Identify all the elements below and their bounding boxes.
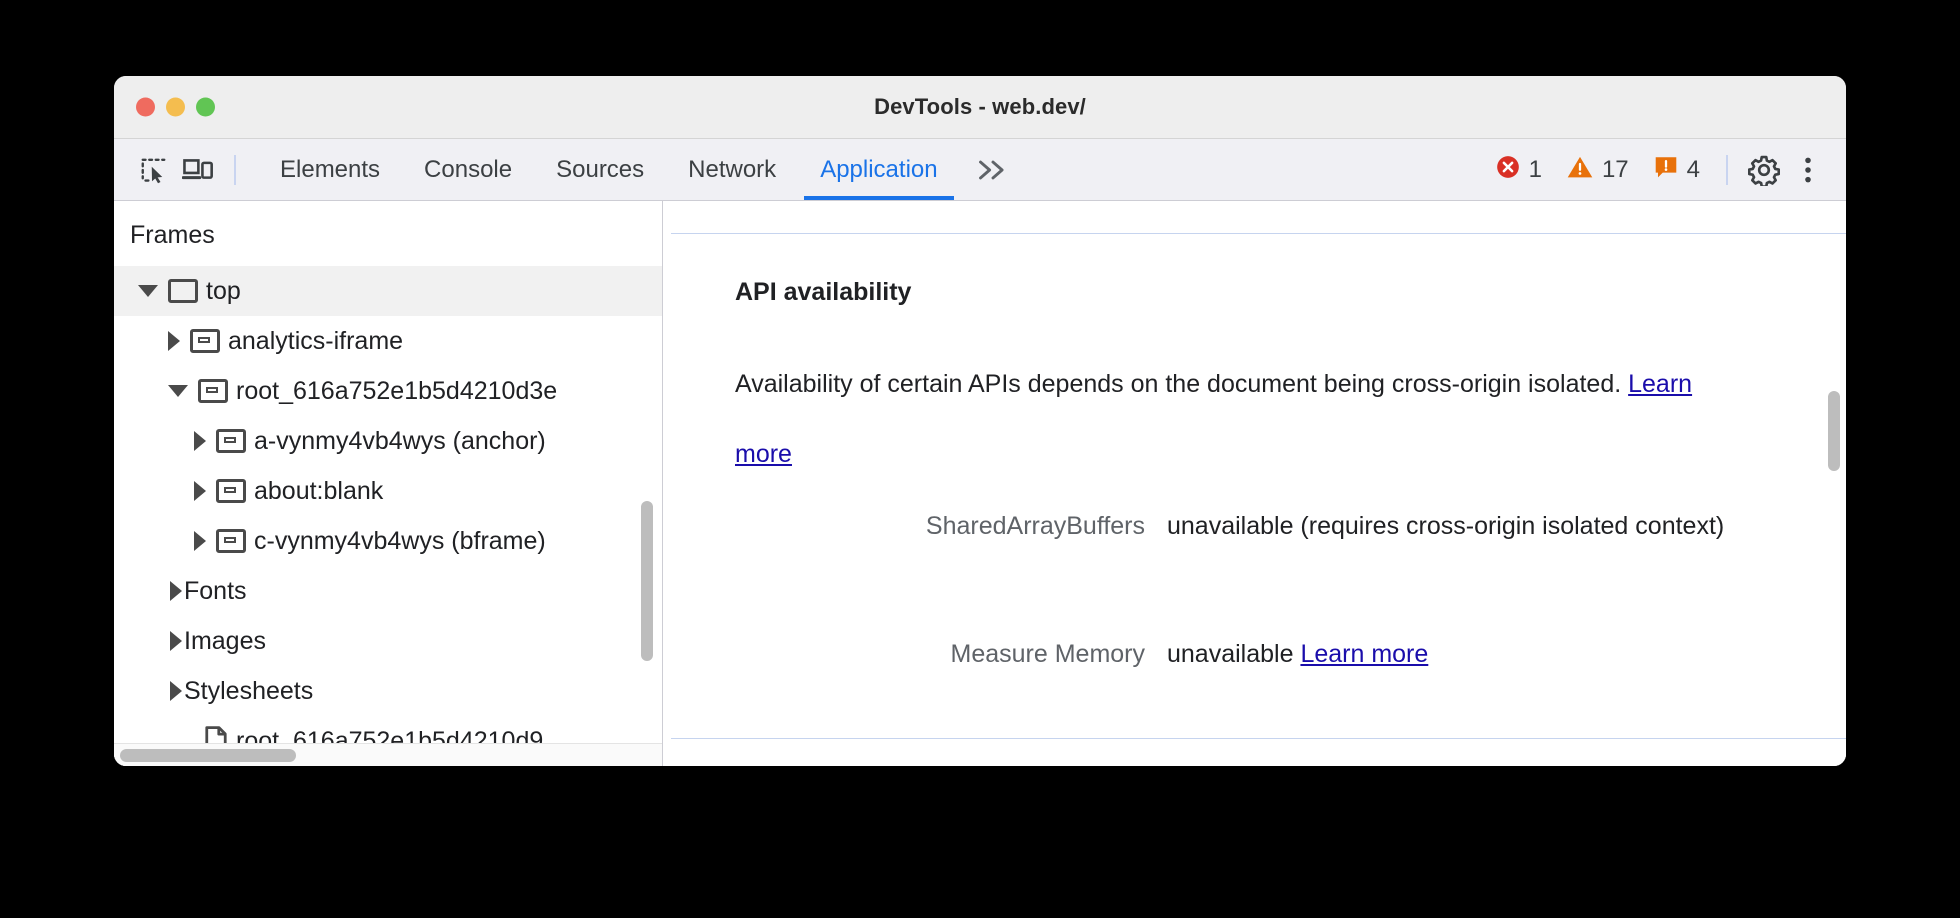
panel-divider-top [671, 233, 1846, 234]
chevron-right-icon[interactable] [194, 531, 206, 551]
issue-count: 4 [1686, 155, 1700, 183]
page-title: API availability [735, 278, 912, 306]
error-counter[interactable]: 1 [1483, 148, 1554, 192]
devtools-body: Frames top analytics-iframe [114, 201, 1846, 766]
tab-console[interactable]: Console [424, 155, 513, 183]
window-titlebar: DevTools - web.dev/ [114, 76, 1846, 139]
shared-array-buffers-label: SharedArrayBuffers [925, 512, 1145, 540]
tree-item-label: c-vynmy4vb4wys (bframe) [254, 526, 546, 555]
tree-item-label: about:blank [254, 476, 384, 505]
tree-item-label: a-vynmy4vb4wys (anchor) [254, 426, 546, 455]
tab-sources[interactable]: Sources [556, 155, 645, 183]
frame-icon [216, 429, 246, 453]
description-text: Availability of certain APIs depends on … [735, 370, 1629, 398]
measure-memory-status: unavailable [1167, 640, 1301, 668]
tree-item-c-vynmy4vb4wys[interactable]: c-vynmy4vb4wys (bframe) [114, 516, 662, 566]
kebab-menu-icon[interactable] [1786, 148, 1830, 192]
chevron-right-icon[interactable] [170, 581, 182, 601]
warning-count: 17 [1601, 155, 1629, 183]
toolbar-divider-right [1726, 154, 1728, 185]
sidebar-horizontal-scrollbar-thumb[interactable] [120, 749, 296, 762]
issue-counter[interactable]: 4 [1641, 148, 1712, 192]
sidebar-horizontal-scrollbar-track[interactable] [114, 743, 662, 766]
frame-icon [190, 329, 220, 353]
tree-item-top[interactable]: top [114, 266, 662, 316]
application-panel: API availability Availability of certain… [663, 201, 1846, 766]
frame-icon [216, 529, 246, 553]
warning-triangle-icon [1566, 154, 1594, 185]
tree-item-label: Stylesheets [184, 676, 314, 705]
tree-item-images[interactable]: Images [114, 616, 662, 666]
devtools-window: DevTools - web.dev/ [114, 76, 1846, 766]
chevron-right-icon[interactable] [194, 481, 206, 501]
minimize-window-button[interactable] [166, 97, 185, 117]
chevron-right-icon[interactable] [170, 631, 182, 651]
measure-memory-row: Measure Memory unavailable Learn more [735, 619, 1806, 689]
measure-memory-value: unavailable Learn more [1167, 619, 1806, 689]
maximize-window-button[interactable] [196, 97, 215, 117]
chevron-right-icon[interactable] [168, 331, 180, 351]
tab-elements[interactable]: Elements [280, 155, 381, 183]
close-window-button[interactable] [136, 97, 155, 117]
frames-tree: top analytics-iframe root_616a752e1b5d42… [114, 266, 662, 766]
chevron-right-icon[interactable] [194, 431, 206, 451]
tree-item-label: analytics-iframe [228, 326, 404, 355]
learn-more-link-description[interactable]: Learn more [735, 370, 1693, 468]
issue-message-icon [1653, 154, 1679, 185]
sidebar-vertical-scrollbar[interactable] [641, 501, 653, 661]
panel-divider-bottom [671, 738, 1846, 739]
chevron-down-icon[interactable] [168, 385, 188, 397]
tab-application[interactable]: Application [798, 139, 959, 200]
warning-counter[interactable]: 17 [1554, 148, 1641, 192]
shared-array-buffers-row: SharedArrayBuffers unavailable (requires… [735, 491, 1806, 561]
measure-memory-label: Measure Memory [950, 640, 1146, 668]
panel-vertical-scrollbar[interactable] [1828, 391, 1840, 471]
toolbar-divider [234, 154, 236, 185]
frame-icon [216, 479, 246, 503]
tree-item-label: root_616a752e1b5d4210d3e [236, 376, 558, 405]
api-availability-description: Availability of certain APIs depends on … [735, 349, 1715, 489]
toolbar-status-area: 1 17 [1483, 139, 1846, 200]
tree-item-label: Images [184, 626, 266, 655]
panel-tabs: Elements Console Sources Network Applica… [258, 139, 1026, 200]
more-tabs-icon[interactable] [960, 139, 1026, 200]
devtools-toolbar: Elements Console Sources Network Applica… [114, 139, 1846, 201]
tree-item-fonts[interactable]: Fonts [114, 566, 662, 616]
tree-item-analytics-iframe[interactable]: analytics-iframe [114, 316, 662, 366]
device-toolbar-icon[interactable] [176, 148, 220, 192]
frames-sidebar: Frames top analytics-iframe [114, 201, 663, 766]
learn-more-link-measure-memory[interactable]: Learn more [1300, 640, 1429, 668]
traffic-lights [136, 97, 215, 117]
tree-item-a-vynmy4vb4wys[interactable]: a-vynmy4vb4wys (anchor) [114, 416, 662, 466]
error-count: 1 [1528, 155, 1542, 183]
window-title: DevTools - web.dev/ [874, 94, 1086, 119]
error-circle-icon [1495, 154, 1521, 185]
tree-item-stylesheets[interactable]: Stylesheets [114, 666, 662, 716]
gear-icon[interactable] [1742, 148, 1786, 192]
tab-network[interactable]: Network [688, 155, 777, 183]
sidebar-title: Frames [130, 221, 215, 249]
tree-item-root-frame[interactable]: root_616a752e1b5d4210d3e [114, 366, 662, 416]
shared-array-buffers-value: unavailable (requires cross-origin isola… [1167, 512, 1725, 540]
tree-item-about-blank[interactable]: about:blank [114, 466, 662, 516]
tree-item-label: Fonts [184, 576, 247, 605]
frame-top-icon [168, 279, 198, 303]
chevron-down-icon[interactable] [138, 285, 158, 297]
inspect-element-icon[interactable] [132, 148, 176, 192]
chevron-right-icon[interactable] [170, 681, 182, 701]
tree-item-label: top [206, 276, 241, 305]
frame-icon [198, 379, 228, 403]
